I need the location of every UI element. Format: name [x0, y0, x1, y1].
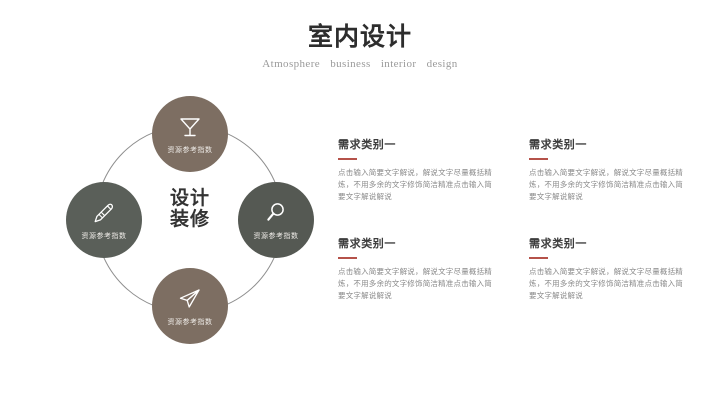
paper-plane-icon	[177, 286, 203, 312]
diagram-node-right[interactable]: 资源参考指数	[238, 182, 314, 258]
block-body: 点击输入简要文字解说，解说文字尽量概括精炼，不用多余的文字修饰简洁精准点击输入简…	[338, 267, 492, 300]
center-line-2: 装修	[169, 209, 210, 230]
block-title: 需求类别一	[529, 139, 587, 151]
content-blocks: 需求类别一 点击输入简要文字解说，解说文字尽量概括精炼，不用多余的文字修饰简洁精…	[338, 138, 704, 302]
content-block: 需求类别一 点击输入简要文字解说，解说文字尽量概括精炼，不用多余的文字修饰简洁精…	[529, 237, 689, 302]
diagram-node-label: 资源参考指数	[167, 146, 213, 154]
cocktail-glass-icon	[177, 114, 203, 140]
block-title: 需求类别一	[338, 139, 396, 151]
page-title: 室内设计	[307, 23, 412, 51]
block-body: 点击输入简要文字解说，解说文字尽量概括精炼，不用多余的文字修饰简洁精准点击输入简…	[529, 267, 683, 300]
diagram-center-label: 设计 装修	[145, 188, 235, 230]
block-accent-rule	[529, 158, 548, 160]
diagram-node-label: 资源参考指数	[81, 232, 127, 240]
cycle-diagram: 资源参考指数 资源参考指数 资源参考指数	[62, 92, 318, 348]
slide-header: 室内设计 Atmosphere business interior design	[0, 22, 720, 70]
content-block: 需求类别一 点击输入简要文字解说，解说文字尽量概括精炼，不用多余的文字修饰简洁精…	[529, 138, 689, 203]
diagram-node-top[interactable]: 资源参考指数	[152, 96, 228, 172]
block-body: 点击输入简要文字解说，解说文字尽量概括精炼，不用多余的文字修饰简洁精准点击输入简…	[338, 168, 492, 201]
pencil-icon	[91, 200, 117, 226]
block-accent-rule	[529, 257, 548, 259]
page-subtitle: Atmosphere business interior design	[262, 58, 458, 70]
block-body: 点击输入简要文字解说，解说文字尽量概括精炼，不用多余的文字修饰简洁精准点击输入简…	[529, 168, 683, 201]
block-accent-rule	[338, 257, 357, 259]
diagram-node-label: 资源参考指数	[167, 318, 213, 326]
center-line-1: 设计	[169, 188, 210, 209]
block-accent-rule	[338, 158, 357, 160]
magnifier-icon	[263, 200, 289, 226]
block-title: 需求类别一	[529, 238, 587, 250]
diagram-node-bottom[interactable]: 资源参考指数	[152, 268, 228, 344]
diagram-node-left[interactable]: 资源参考指数	[66, 182, 142, 258]
block-title: 需求类别一	[338, 238, 396, 250]
content-block: 需求类别一 点击输入简要文字解说，解说文字尽量概括精炼，不用多余的文字修饰简洁精…	[338, 138, 498, 203]
content-block: 需求类别一 点击输入简要文字解说，解说文字尽量概括精炼，不用多余的文字修饰简洁精…	[338, 237, 498, 302]
diagram-node-label: 资源参考指数	[253, 232, 299, 240]
